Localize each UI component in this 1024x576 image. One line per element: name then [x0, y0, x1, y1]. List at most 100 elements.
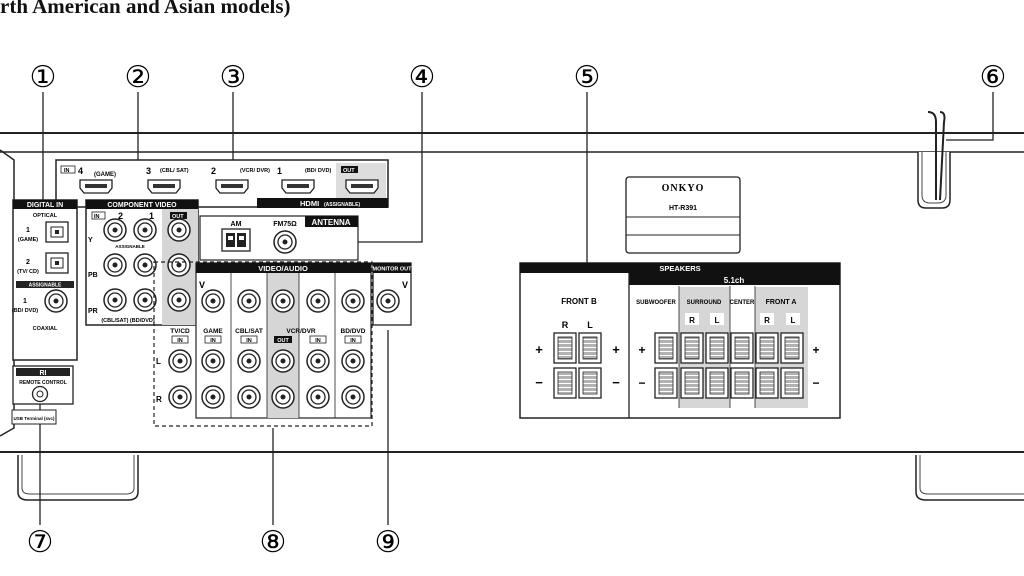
hdmi-title-bar: [257, 198, 388, 208]
va-jack-l-6[interactable]: [341, 349, 365, 373]
va-jack-r-1[interactable]: [168, 385, 192, 409]
va-col-5-badge: IN: [315, 338, 321, 344]
va-col-6-label: BD/DVD: [341, 328, 366, 335]
fm-antenna-jack[interactable]: [273, 230, 297, 254]
front-a-r: R: [764, 316, 770, 325]
va-jack-l-3[interactable]: [237, 349, 261, 373]
surround-r-terminal[interactable]: [680, 332, 704, 399]
front-b-plus-right: +: [612, 342, 620, 357]
am-antenna-terminal[interactable]: [221, 228, 251, 252]
component-jack-y-1[interactable]: [133, 218, 157, 242]
va-col-2-badge: IN: [210, 338, 216, 344]
surround-r: R: [689, 316, 695, 325]
video-audio-l: L: [156, 357, 161, 366]
svg-text:⑤: ⑤: [574, 61, 601, 94]
coaxial-input-1[interactable]: [44, 289, 68, 313]
callout-6: ⑥: [980, 61, 1007, 94]
va-jack-l-1[interactable]: [168, 349, 192, 373]
subwoofer-terminal[interactable]: [654, 332, 678, 399]
callout-8: ⑧: [260, 526, 287, 559]
va-jack-v-3[interactable]: [237, 289, 261, 313]
speakers-block: SPEAKERS 5.1ch FRONT B SUBWOOFER SURROUN…: [519, 262, 841, 419]
ri-jack[interactable]: [31, 385, 49, 403]
monitor-out-jack[interactable]: [376, 289, 400, 313]
component-jack-pb-2[interactable]: [103, 253, 127, 277]
brand-name: ONKYO: [662, 183, 705, 194]
callout-7: ⑦: [27, 526, 54, 559]
svg-text:⑧: ⑧: [260, 526, 287, 559]
digital-coaxial: COAXIAL: [33, 326, 58, 332]
front-a-l: L: [791, 316, 796, 325]
va-jack-l-4[interactable]: [271, 349, 295, 373]
hdmi-port-2[interactable]: [215, 179, 249, 194]
va-jack-r-6[interactable]: [341, 385, 365, 409]
component-jack-pr-2[interactable]: [103, 288, 127, 312]
hdmi-in-badge: [60, 165, 76, 174]
antenna-am: AM: [231, 221, 242, 228]
component-in-badge: IN: [94, 214, 100, 220]
svg-text:①: ①: [30, 61, 57, 94]
front-b-plus-left: +: [535, 342, 543, 357]
center-terminal[interactable]: [730, 332, 754, 399]
video-audio-v: V: [199, 280, 205, 290]
va-jack-r-3[interactable]: [237, 385, 261, 409]
digital-in-title: DIGITAL IN: [27, 202, 63, 209]
component-y: Y: [88, 237, 93, 244]
component-jack-pr-out[interactable]: [167, 288, 191, 312]
hdmi-port-4[interactable]: [79, 179, 113, 194]
video-audio-block: VIDEO/AUDIO V L R TV/CD GAME CBL/SAT VCR…: [153, 261, 373, 427]
va-jack-l-2[interactable]: [201, 349, 225, 373]
svg-text:⑦: ⑦: [27, 526, 54, 559]
component-video-title: COMPONENT VIDEO: [107, 202, 177, 209]
speakers-ch: 5.1ch: [724, 276, 745, 285]
antenna-fm: FM75Ω: [273, 221, 297, 228]
hdmi-port4-num: 4: [78, 166, 83, 176]
component-video-block: COMPONENT VIDEO IN 2 1 OUT Y PB PR ASSIG…: [85, 199, 199, 326]
optical-input-1[interactable]: [45, 221, 69, 243]
component-jack-pb-1[interactable]: [133, 253, 157, 277]
va-jack-v-5[interactable]: [306, 289, 330, 313]
va-jack-r-2[interactable]: [201, 385, 225, 409]
front-b-minus-right: −: [612, 375, 620, 390]
front-b-r-terminal[interactable]: [553, 332, 577, 399]
front-b-r: R: [562, 320, 569, 330]
callout-2: ②: [125, 61, 152, 94]
va-jack-v-2[interactable]: [201, 289, 225, 313]
va-jack-l-5[interactable]: [306, 349, 330, 373]
component-jack-y-2[interactable]: [103, 218, 127, 242]
monitor-out-title: MONITOR OUT: [372, 267, 412, 273]
monitor-out-v: V: [402, 280, 408, 290]
surround-l: L: [715, 316, 720, 325]
surround-l-terminal[interactable]: [705, 332, 729, 399]
component-out-badge: OUT: [172, 214, 184, 220]
51-plus-right: +: [812, 343, 819, 357]
hdmi-port1-num: 1: [277, 166, 282, 176]
component-jack-pr-1[interactable]: [133, 288, 157, 312]
monitor-out-block: MONITOR OUT V: [372, 262, 412, 326]
ac-power-cord: [917, 111, 951, 209]
coax-num: 1: [23, 298, 27, 305]
va-jack-v-6[interactable]: [341, 289, 365, 313]
front-a-r-terminal[interactable]: [755, 332, 779, 399]
svg-text:③: ③: [220, 61, 247, 94]
va-jack-v-4[interactable]: [271, 289, 295, 313]
antenna-block: ANTENNA AM FM75Ω: [199, 215, 359, 261]
svg-text:⑨: ⑨: [375, 526, 402, 559]
hdmi-port3-num: 3: [146, 166, 151, 176]
front-a-l-terminal[interactable]: [780, 332, 804, 399]
va-jack-r-5[interactable]: [306, 385, 330, 409]
front-b-l: L: [587, 320, 593, 330]
component-jack-y-out[interactable]: [167, 218, 191, 242]
hdmi-port-3[interactable]: [147, 179, 181, 194]
component-jack-pb-out[interactable]: [167, 253, 191, 277]
optical-1-num: 1: [26, 227, 30, 234]
va-jack-r-4[interactable]: [271, 385, 295, 409]
hdmi-port-1[interactable]: [281, 179, 315, 194]
optical-input-2[interactable]: [45, 252, 69, 274]
va-col-3-badge: IN: [246, 338, 252, 344]
hdmi-in-badge-text: IN: [64, 168, 70, 174]
front-b-l-terminal[interactable]: [578, 332, 602, 399]
digital-in-block: DIGITAL IN OPTICAL 1 (GAME) 2 (TV/ CD) A…: [12, 199, 78, 361]
hdmi-port-out[interactable]: [345, 179, 379, 194]
